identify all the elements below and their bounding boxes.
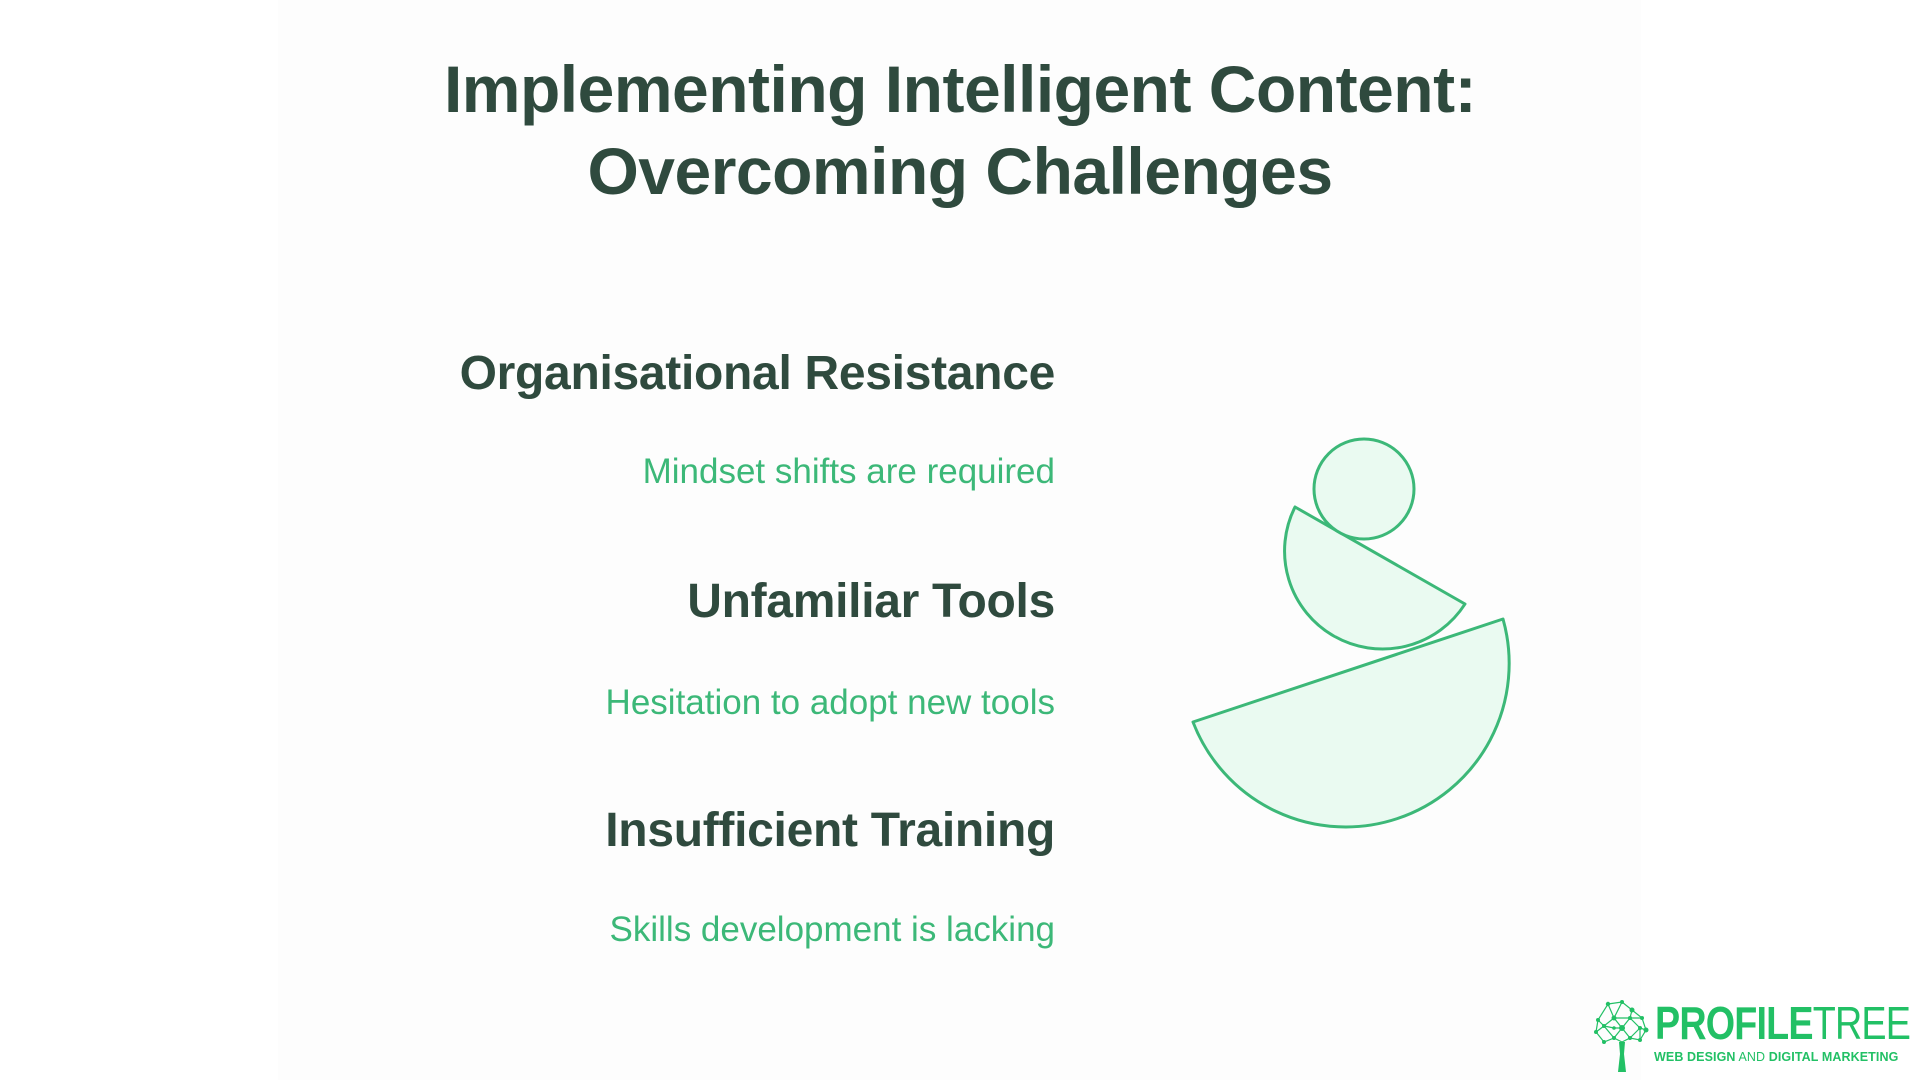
title-line-1: Implementing Intelligent Content: (443, 52, 1477, 126)
tagline-digital-marketing: DIGITAL MARKETING (1768, 1050, 1899, 1064)
challenge-description-insufficient-training: Skills development is lacking (609, 910, 1055, 949)
logo-wordmark: PROFILETREE (1655, 997, 1911, 1049)
page-title: Implementing Intelligent Content: Overco… (0, 48, 1920, 212)
challenge-heading-organisational-resistance: Organisational Resistance (459, 347, 1056, 400)
challenge-heading-insufficient-training: Insufficient Training (605, 804, 1055, 857)
logo-tagline: WEB DESIGN AND DIGITAL MARKETING (1654, 1050, 1898, 1064)
tagline-and: AND (1735, 1050, 1769, 1064)
profiletree-logo[interactable]: PROFILETREE WEB DESIGN AND DIGITAL MARKE… (1592, 998, 1911, 1074)
logo-word-profile: PROFILE (1655, 997, 1814, 1049)
logo-word-tree: TREE (1812, 997, 1911, 1049)
challenge-description-organisational-resistance: Mindset shifts are required (642, 452, 1055, 491)
challenge-description-unfamiliar-tools: Hesitation to adopt new tools (605, 683, 1055, 722)
tree-network-icon (1594, 1000, 1649, 1072)
title-line-2: Overcoming Challenges (587, 134, 1333, 208)
tagline-web-design: WEB DESIGN (1654, 1050, 1736, 1064)
challenge-heading-unfamiliar-tools: Unfamiliar Tools (687, 575, 1055, 628)
